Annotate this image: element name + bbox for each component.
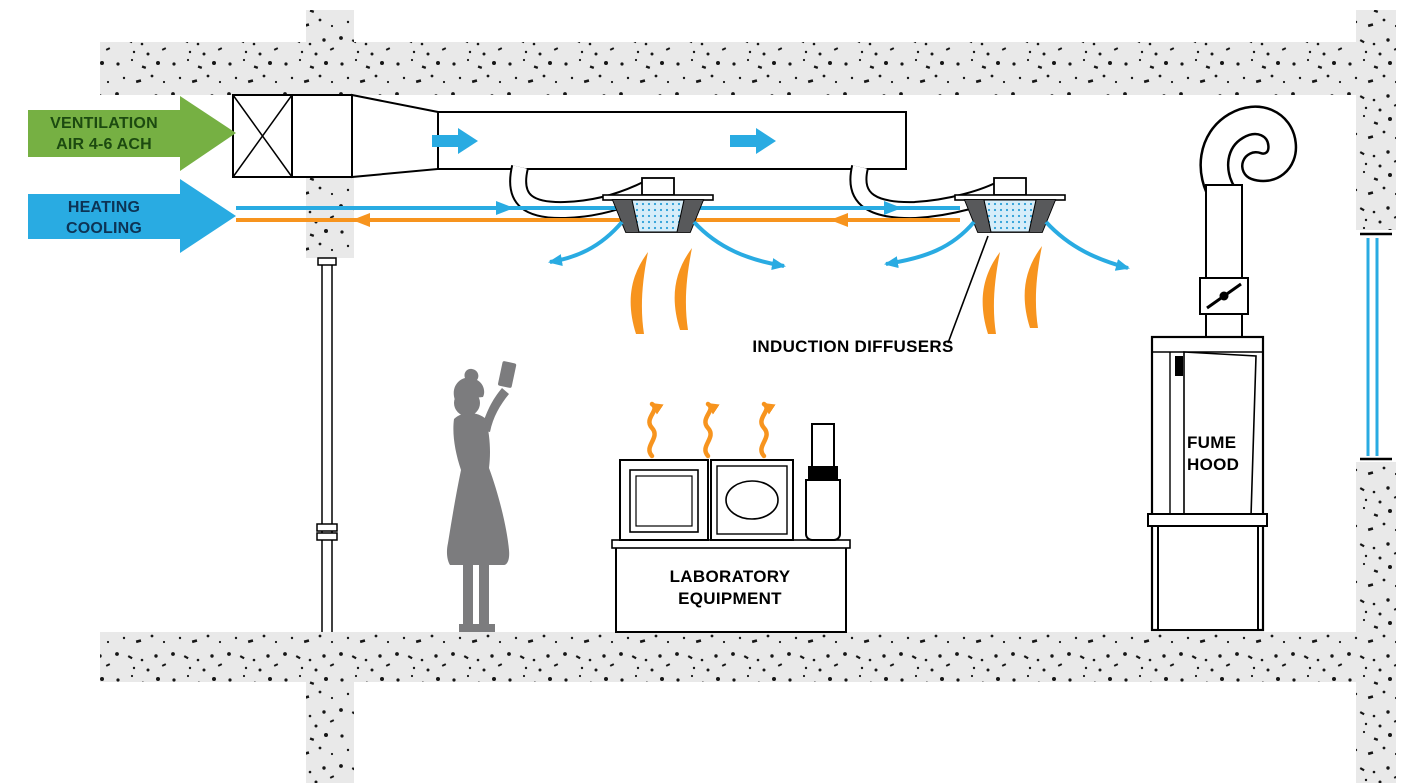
person-silhouette — [446, 361, 517, 632]
fume-hood-base-cabinet — [1157, 525, 1259, 631]
throw-arrow-right — [692, 220, 786, 270]
exhaust-damper — [1199, 277, 1249, 315]
throw-arrow-right — [1044, 220, 1130, 271]
thermal-plume-arrow — [1024, 246, 1042, 328]
ventilation-label-line2: AIR 4-6 ACH — [56, 136, 152, 153]
heat-wave-arrow — [649, 404, 654, 456]
throw-arrow-left — [548, 220, 624, 267]
fume-hood-label-line1: FUME — [1187, 433, 1236, 452]
phone — [498, 361, 517, 388]
thermal-plume-arrow — [630, 252, 648, 334]
heat-wave-arrow — [705, 404, 710, 456]
diffuser-throw-arrows — [548, 220, 1130, 271]
supply-duct-run — [437, 111, 907, 170]
cooling-label: COOLING — [66, 220, 142, 237]
ventilation-label-line1: VENTILATION — [50, 115, 158, 132]
fume-hood-group: FUME HOOD — [1147, 105, 1298, 632]
return-flow-arrow — [830, 213, 848, 227]
ceiling-slab — [100, 42, 1358, 95]
building-structure — [100, 10, 1396, 783]
leg — [463, 565, 473, 624]
supply-flow-arrow — [884, 201, 902, 215]
leg — [479, 565, 489, 624]
thermal-plumes — [630, 246, 1042, 334]
throw-arrow-left — [884, 220, 976, 269]
heating-cooling-arrow: HEATING COOLING — [28, 179, 236, 253]
duct-straight-section — [291, 94, 353, 178]
foot — [459, 624, 477, 632]
foot — [477, 624, 495, 632]
drain-pipe — [316, 257, 338, 632]
pointer-line — [947, 235, 989, 344]
fume-hood-worktop — [1147, 513, 1268, 527]
flex-drops — [509, 164, 1010, 220]
thermal-plume-arrow — [982, 252, 1000, 334]
thermal-plume-arrow — [674, 248, 692, 330]
sash-handle — [1175, 356, 1183, 376]
raised-arm — [481, 388, 509, 432]
lab-bench — [615, 544, 847, 633]
hydronic-lines — [236, 201, 960, 227]
laboratory-label-line2: EQUIPMENT — [678, 589, 782, 608]
ventilation-arrow: VENTILATION AIR 4-6 ACH — [28, 96, 236, 171]
supply-flow-arrow — [496, 201, 514, 215]
window-glazing — [1354, 230, 1398, 462]
laboratory-label-line1: LABORATORY — [670, 567, 791, 586]
return-flow-arrow — [352, 213, 370, 227]
left-column-lower — [306, 682, 354, 783]
lab-bench-group: LABORATORY EQUIPMENT — [611, 404, 851, 633]
torso-skirt — [446, 413, 510, 565]
hair — [453, 368, 485, 400]
floor-slab — [100, 632, 1358, 682]
duct-transition — [351, 93, 439, 179]
lab-bottle — [805, 423, 841, 541]
heat-wave-arrow — [761, 404, 766, 456]
bench-counter — [611, 539, 851, 549]
supply-ductwork — [232, 93, 907, 179]
induction-diffusers-label: INDUCTION DIFFUSERS — [752, 337, 953, 356]
heating-label: HEATING — [68, 199, 140, 216]
fume-hood-label-line2: HOOD — [1187, 455, 1239, 474]
